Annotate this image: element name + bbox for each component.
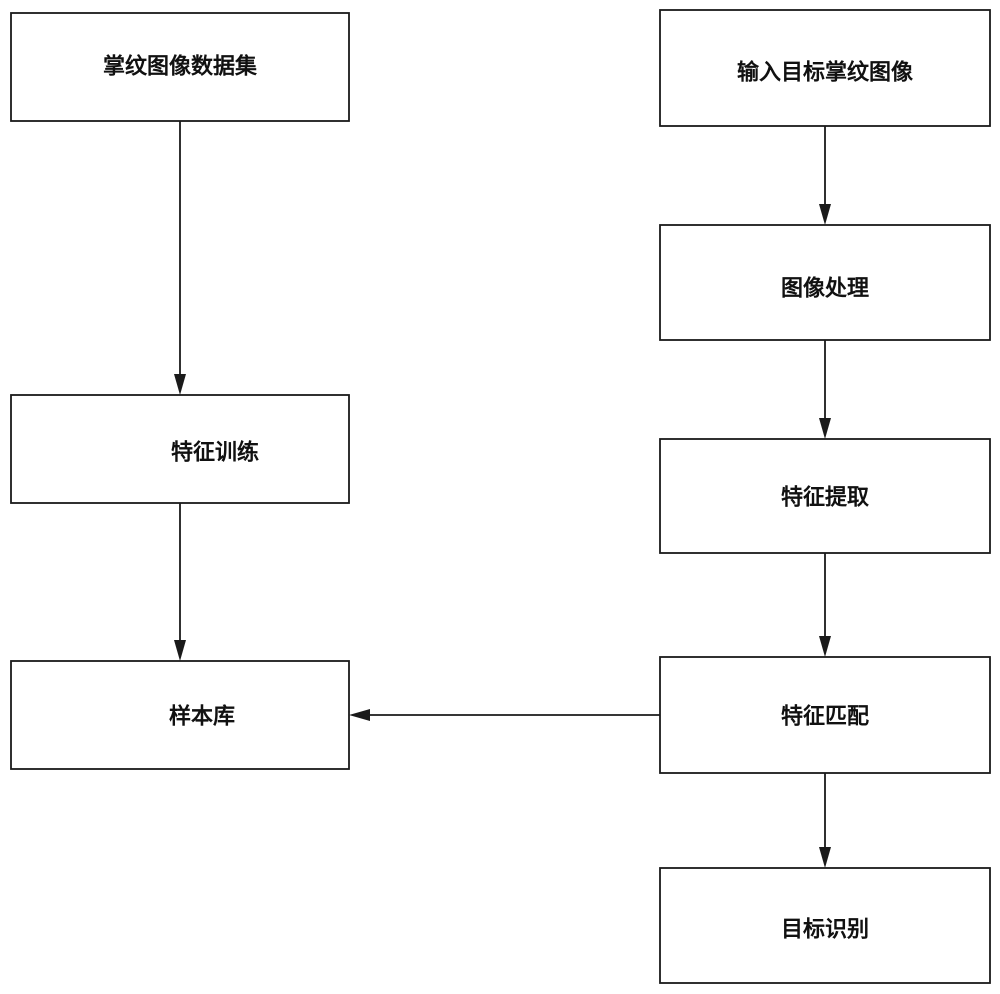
node-feature-extraction: 特征提取 <box>660 439 990 553</box>
node-target-recognition-label: 目标识别 <box>781 917 869 943</box>
node-image-processing: 图像处理 <box>660 225 990 340</box>
node-sample-library: 样本库 <box>11 661 349 769</box>
edge-matching-to-recognition <box>819 773 831 868</box>
node-target-recognition: 目标识别 <box>660 868 990 983</box>
node-image-processing-label: 图像处理 <box>781 276 869 302</box>
node-palmprint-dataset: 掌纹图像数据集 <box>11 13 349 121</box>
node-feature-training: 特征训练 <box>11 395 349 503</box>
edge-input-to-processing <box>819 126 831 225</box>
node-feature-extraction-label: 特征提取 <box>781 485 869 511</box>
node-input-target-image: 输入目标掌纹图像 <box>660 10 990 126</box>
node-feature-matching: 特征匹配 <box>660 657 990 773</box>
node-palmprint-dataset-label: 掌纹图像数据集 <box>103 54 258 80</box>
edge-dataset-to-training <box>174 121 186 395</box>
node-input-target-image-label: 输入目标掌纹图像 <box>737 60 914 86</box>
edge-processing-to-extraction <box>819 340 831 439</box>
edge-training-to-library <box>174 503 186 661</box>
edge-extraction-to-matching <box>819 553 831 657</box>
node-sample-library-label: 样本库 <box>169 704 235 730</box>
node-feature-matching-label: 特征匹配 <box>781 704 869 730</box>
node-feature-training-label: 特征训练 <box>171 440 259 466</box>
edge-matching-to-library <box>349 709 660 721</box>
nodes: 掌纹图像数据集 特征训练 样本库 输入目标掌纹图像 图像处理 特征提取 特征匹配 <box>11 10 990 983</box>
